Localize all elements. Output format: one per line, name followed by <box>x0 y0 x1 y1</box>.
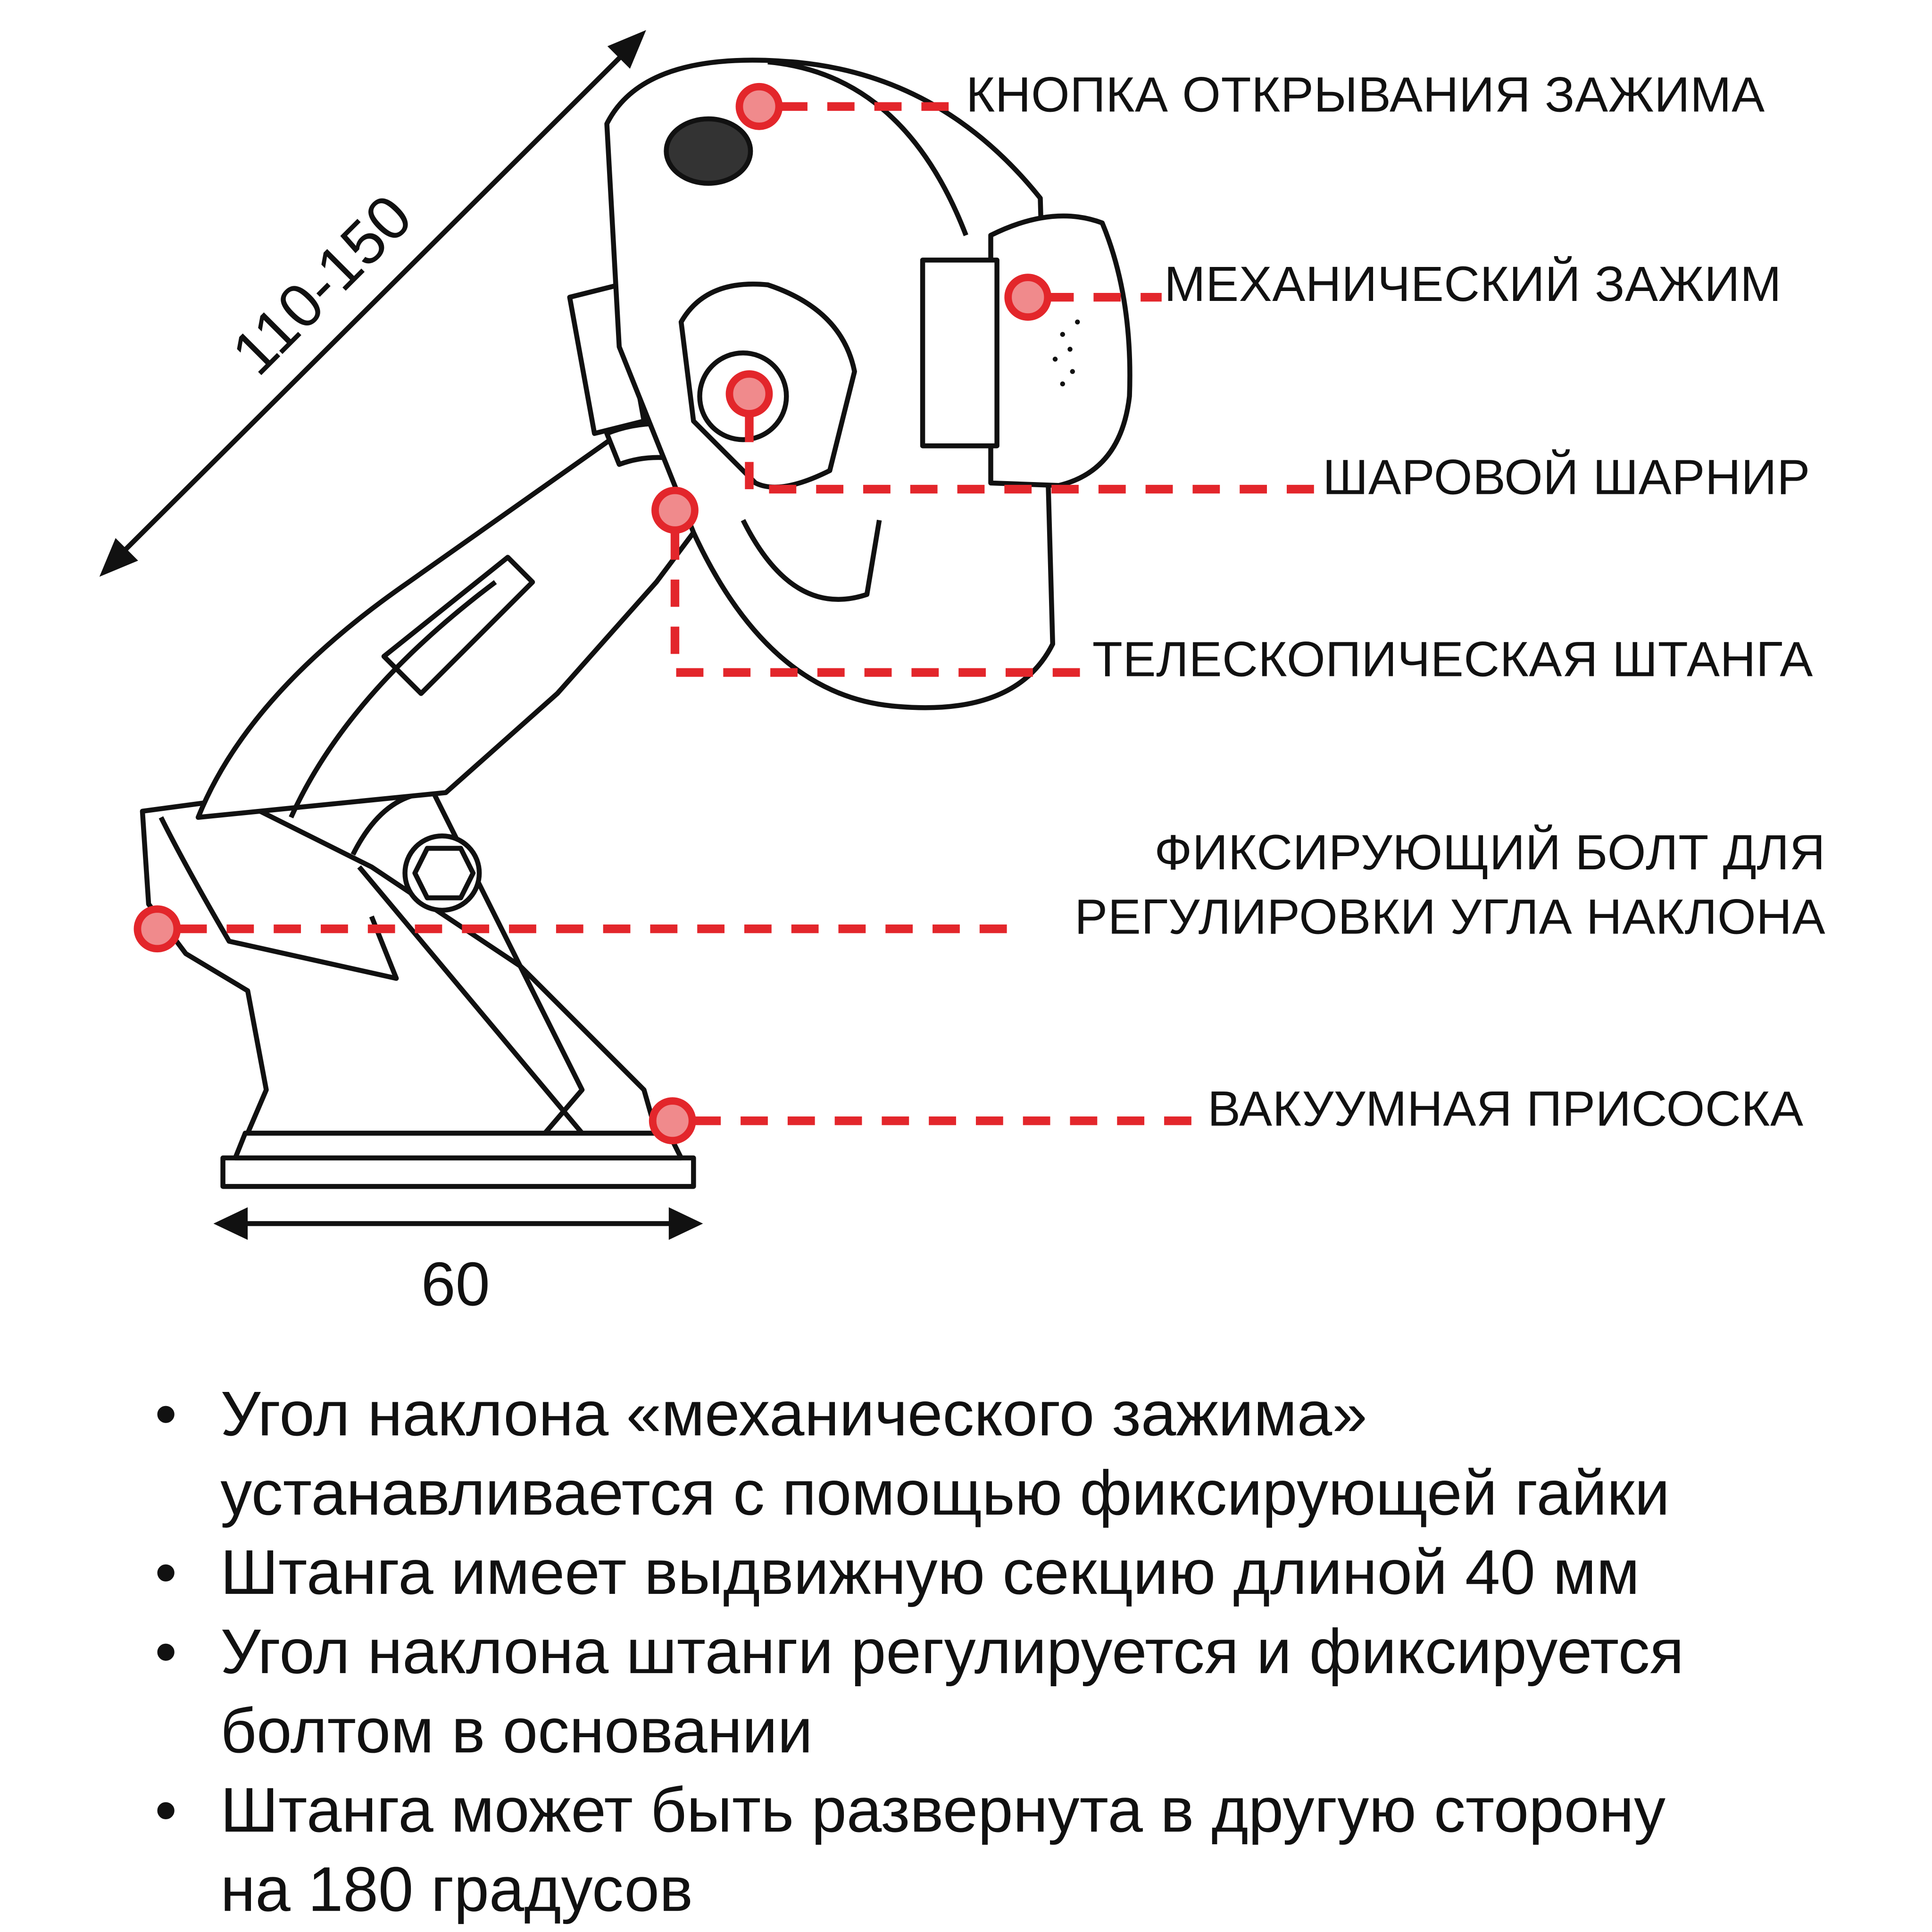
label-telescopic: ТЕЛЕСКОПИЧЕСКАЯ ШТАНГА <box>1092 633 1813 688</box>
feature-text: болтом в основании <box>220 1695 813 1766</box>
feature-text: Угол наклона «механического зажима» <box>220 1378 1367 1449</box>
leader-ball <box>745 415 1319 494</box>
marker-button <box>735 83 783 130</box>
feature-text: устанавливается с помощью фиксирующей га… <box>220 1457 1670 1528</box>
feature-item: • Штанга имеет выдвижную секцию длиной 4… <box>155 1533 1913 1612</box>
bullet: • <box>155 1378 177 1449</box>
release-button <box>664 116 753 186</box>
width-dimension: 60 <box>421 1249 490 1319</box>
length-dimension-line <box>109 42 636 566</box>
suction-cup-base <box>220 1155 696 1189</box>
bullet: • <box>155 1537 177 1608</box>
feature-item: • Штанга может быть развернута в другую … <box>155 1771 1913 1930</box>
bullet: • <box>155 1616 177 1687</box>
feature-text: на 180 градусов <box>220 1854 693 1925</box>
marker-ball-joint <box>725 370 773 417</box>
label-clamp: МЕХАНИЧЕСКИЙ ЗАЖИМ <box>1164 258 1782 312</box>
label-bolt-line2: РЕГУЛИРОВКИ УГЛА НАКЛОНА <box>1074 890 1826 945</box>
base-body <box>140 796 659 1136</box>
bullet: • <box>155 1774 177 1846</box>
marker-bolt <box>133 905 181 953</box>
feature-text: Штанга может быть развернута в другую ст… <box>220 1774 1666 1846</box>
mechanical-clamp <box>988 213 1133 488</box>
feature-item: • Угол наклона «механического зажима» ус… <box>155 1374 1913 1533</box>
marker-telescopic <box>651 486 699 534</box>
marker-suction <box>649 1097 696 1145</box>
feature-item: • Угол наклона штанги регулируется и фик… <box>155 1613 1913 1771</box>
label-bolt-line1: ФИКСИРУЮЩИЙ БОЛТ ДЛЯ <box>1154 826 1826 881</box>
feature-text: Штанга имеет выдвижную секцию длиной 40 … <box>220 1537 1640 1608</box>
label-suction: ВАКУУМНАЯ ПРИСОСКА <box>1207 1082 1804 1137</box>
label-ball-joint: ШАРОВОЙ ШАРНИР <box>1323 450 1810 506</box>
marker-clamp <box>1004 274 1052 321</box>
feature-text: Угол наклона штанги регулируется и фикси… <box>220 1616 1684 1687</box>
label-button: КНОПКА ОТКРЫВАНИЯ ЗАЖИМА <box>966 68 1765 123</box>
feature-list: • Угол наклона «механического зажима» ус… <box>155 1374 1913 1929</box>
